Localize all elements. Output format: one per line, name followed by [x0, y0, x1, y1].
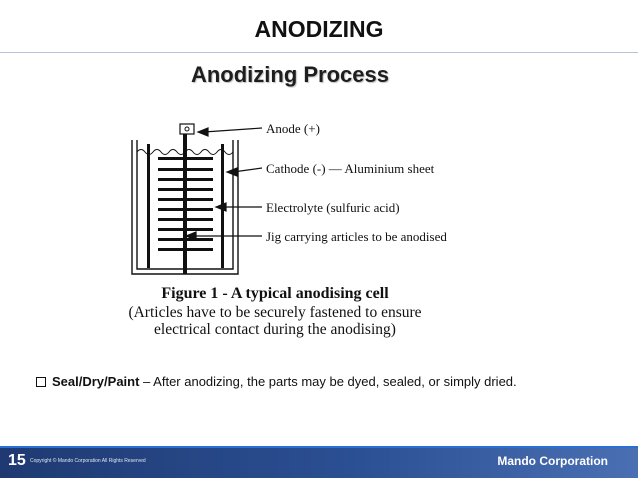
figure-caption-line-2: electrical contact during the anodising) — [154, 321, 396, 338]
company-logo-text: Mando Corporation — [497, 454, 608, 468]
bullet-text: – After anodizing, the parts may be dyed… — [139, 374, 517, 389]
label-arrows — [184, 127, 263, 241]
anode-terminal — [179, 123, 195, 135]
electrolyte-label: Electrolyte (sulfuric acid) — [266, 200, 400, 215]
jig-label: Jig carrying articles to be anodised — [266, 229, 447, 244]
figure-caption-title: Figure 1 - A typical anodising cell — [161, 285, 389, 302]
anodising-cell-diagram: Anode (+) Cathode (-) — Aluminium sheet … — [131, 121, 447, 275]
title-divider — [0, 52, 638, 53]
page-number: 15 — [8, 452, 26, 469]
figure-caption-line-1: (Articles have to be securely fastened t… — [128, 304, 422, 321]
copyright-notice: Copyright © Mando Corporation All Rights… — [30, 458, 146, 464]
cathode-label: Cathode (-) — Aluminium sheet — [266, 161, 435, 176]
articles-on-jig — [158, 157, 213, 251]
anode-rod — [183, 134, 187, 274]
slide-title: ANODIZING — [254, 16, 384, 42]
footer-bar: 15 Copyright © Mando Corporation All Rig… — [0, 446, 638, 478]
anode-label: Anode (+) — [266, 121, 320, 136]
slide-subtitle: Anodizing Process — [190, 62, 390, 87]
checkbox-bullet-icon — [36, 377, 46, 387]
cathode-sheet-left — [147, 144, 150, 268]
bullet-term: Seal/Dry/Paint — [52, 374, 140, 389]
bullet-item: Seal/Dry/Paint – After anodizing, the pa… — [36, 374, 517, 389]
